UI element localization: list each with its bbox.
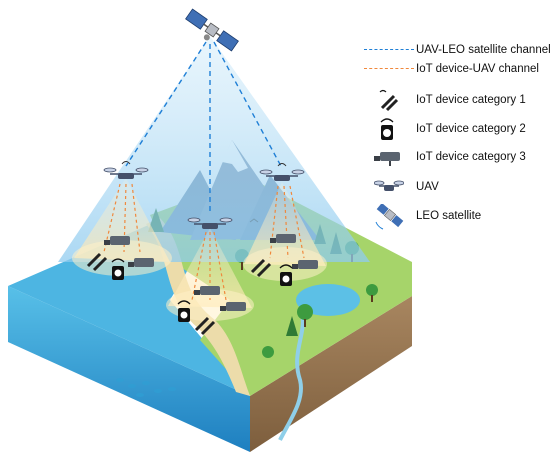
legend-label: LEO satellite — [416, 210, 482, 222]
blue-dashed-line-icon — [364, 49, 414, 50]
quadcopter-icon — [103, 161, 149, 179]
legend-label: UAV-LEO satellite channel — [416, 44, 550, 56]
iot-devices — [86, 234, 318, 336]
legend-label: IoT device-UAV channel — [416, 63, 539, 75]
sensor-pole-icon — [194, 316, 216, 336]
quadcopter-icon — [187, 217, 233, 229]
legend-item-uav-leo-channel: UAV-LEO satellite channel — [360, 38, 550, 62]
wireless-speaker-icon — [111, 258, 125, 280]
camera-icon — [270, 234, 296, 243]
soil-front-face — [250, 296, 412, 452]
quadcopter-icon — [374, 180, 404, 191]
camera-icon — [194, 286, 220, 295]
satellite-icon — [185, 8, 239, 52]
sensor-pole-icon — [379, 89, 399, 112]
sensor-pole-icon — [86, 252, 108, 272]
legend-item-iot-category-1: IoT device category 1 — [360, 88, 526, 112]
legend-label: IoT device category 2 — [416, 123, 526, 135]
camera-icon — [128, 258, 154, 267]
sensor-pole-icon — [250, 258, 272, 278]
wireless-speaker-icon — [177, 300, 191, 322]
camera-icon — [220, 302, 246, 311]
camera-icon — [292, 260, 318, 269]
camera-icon — [104, 236, 130, 245]
legend-label: IoT device category 1 — [416, 94, 526, 106]
river — [278, 307, 305, 441]
orange-dashed-line-icon — [364, 68, 414, 69]
lake — [296, 284, 360, 316]
camera-icon — [374, 152, 400, 166]
legend-item-iot-category-2: IoT device category 2 — [360, 117, 526, 141]
wireless-speaker-icon — [279, 264, 293, 286]
wireless-speaker-icon — [380, 118, 394, 140]
uav-leo-channels — [125, 41, 283, 214]
legend-item-uav: UAV — [360, 175, 439, 199]
legend-label: IoT device category 3 — [416, 151, 526, 163]
legend-item-iot-uav-channel: IoT device-UAV channel — [360, 57, 539, 81]
legend-item-iot-category-3: IoT device category 3 — [360, 145, 526, 169]
legend-item-leo-satellite: LEO satellite — [360, 204, 482, 230]
legend-label: UAV — [416, 181, 439, 193]
fish-school — [116, 378, 176, 397]
quadcopter-icon — [259, 163, 305, 181]
satellite-icon — [375, 204, 404, 230]
water-front-face — [8, 286, 250, 452]
